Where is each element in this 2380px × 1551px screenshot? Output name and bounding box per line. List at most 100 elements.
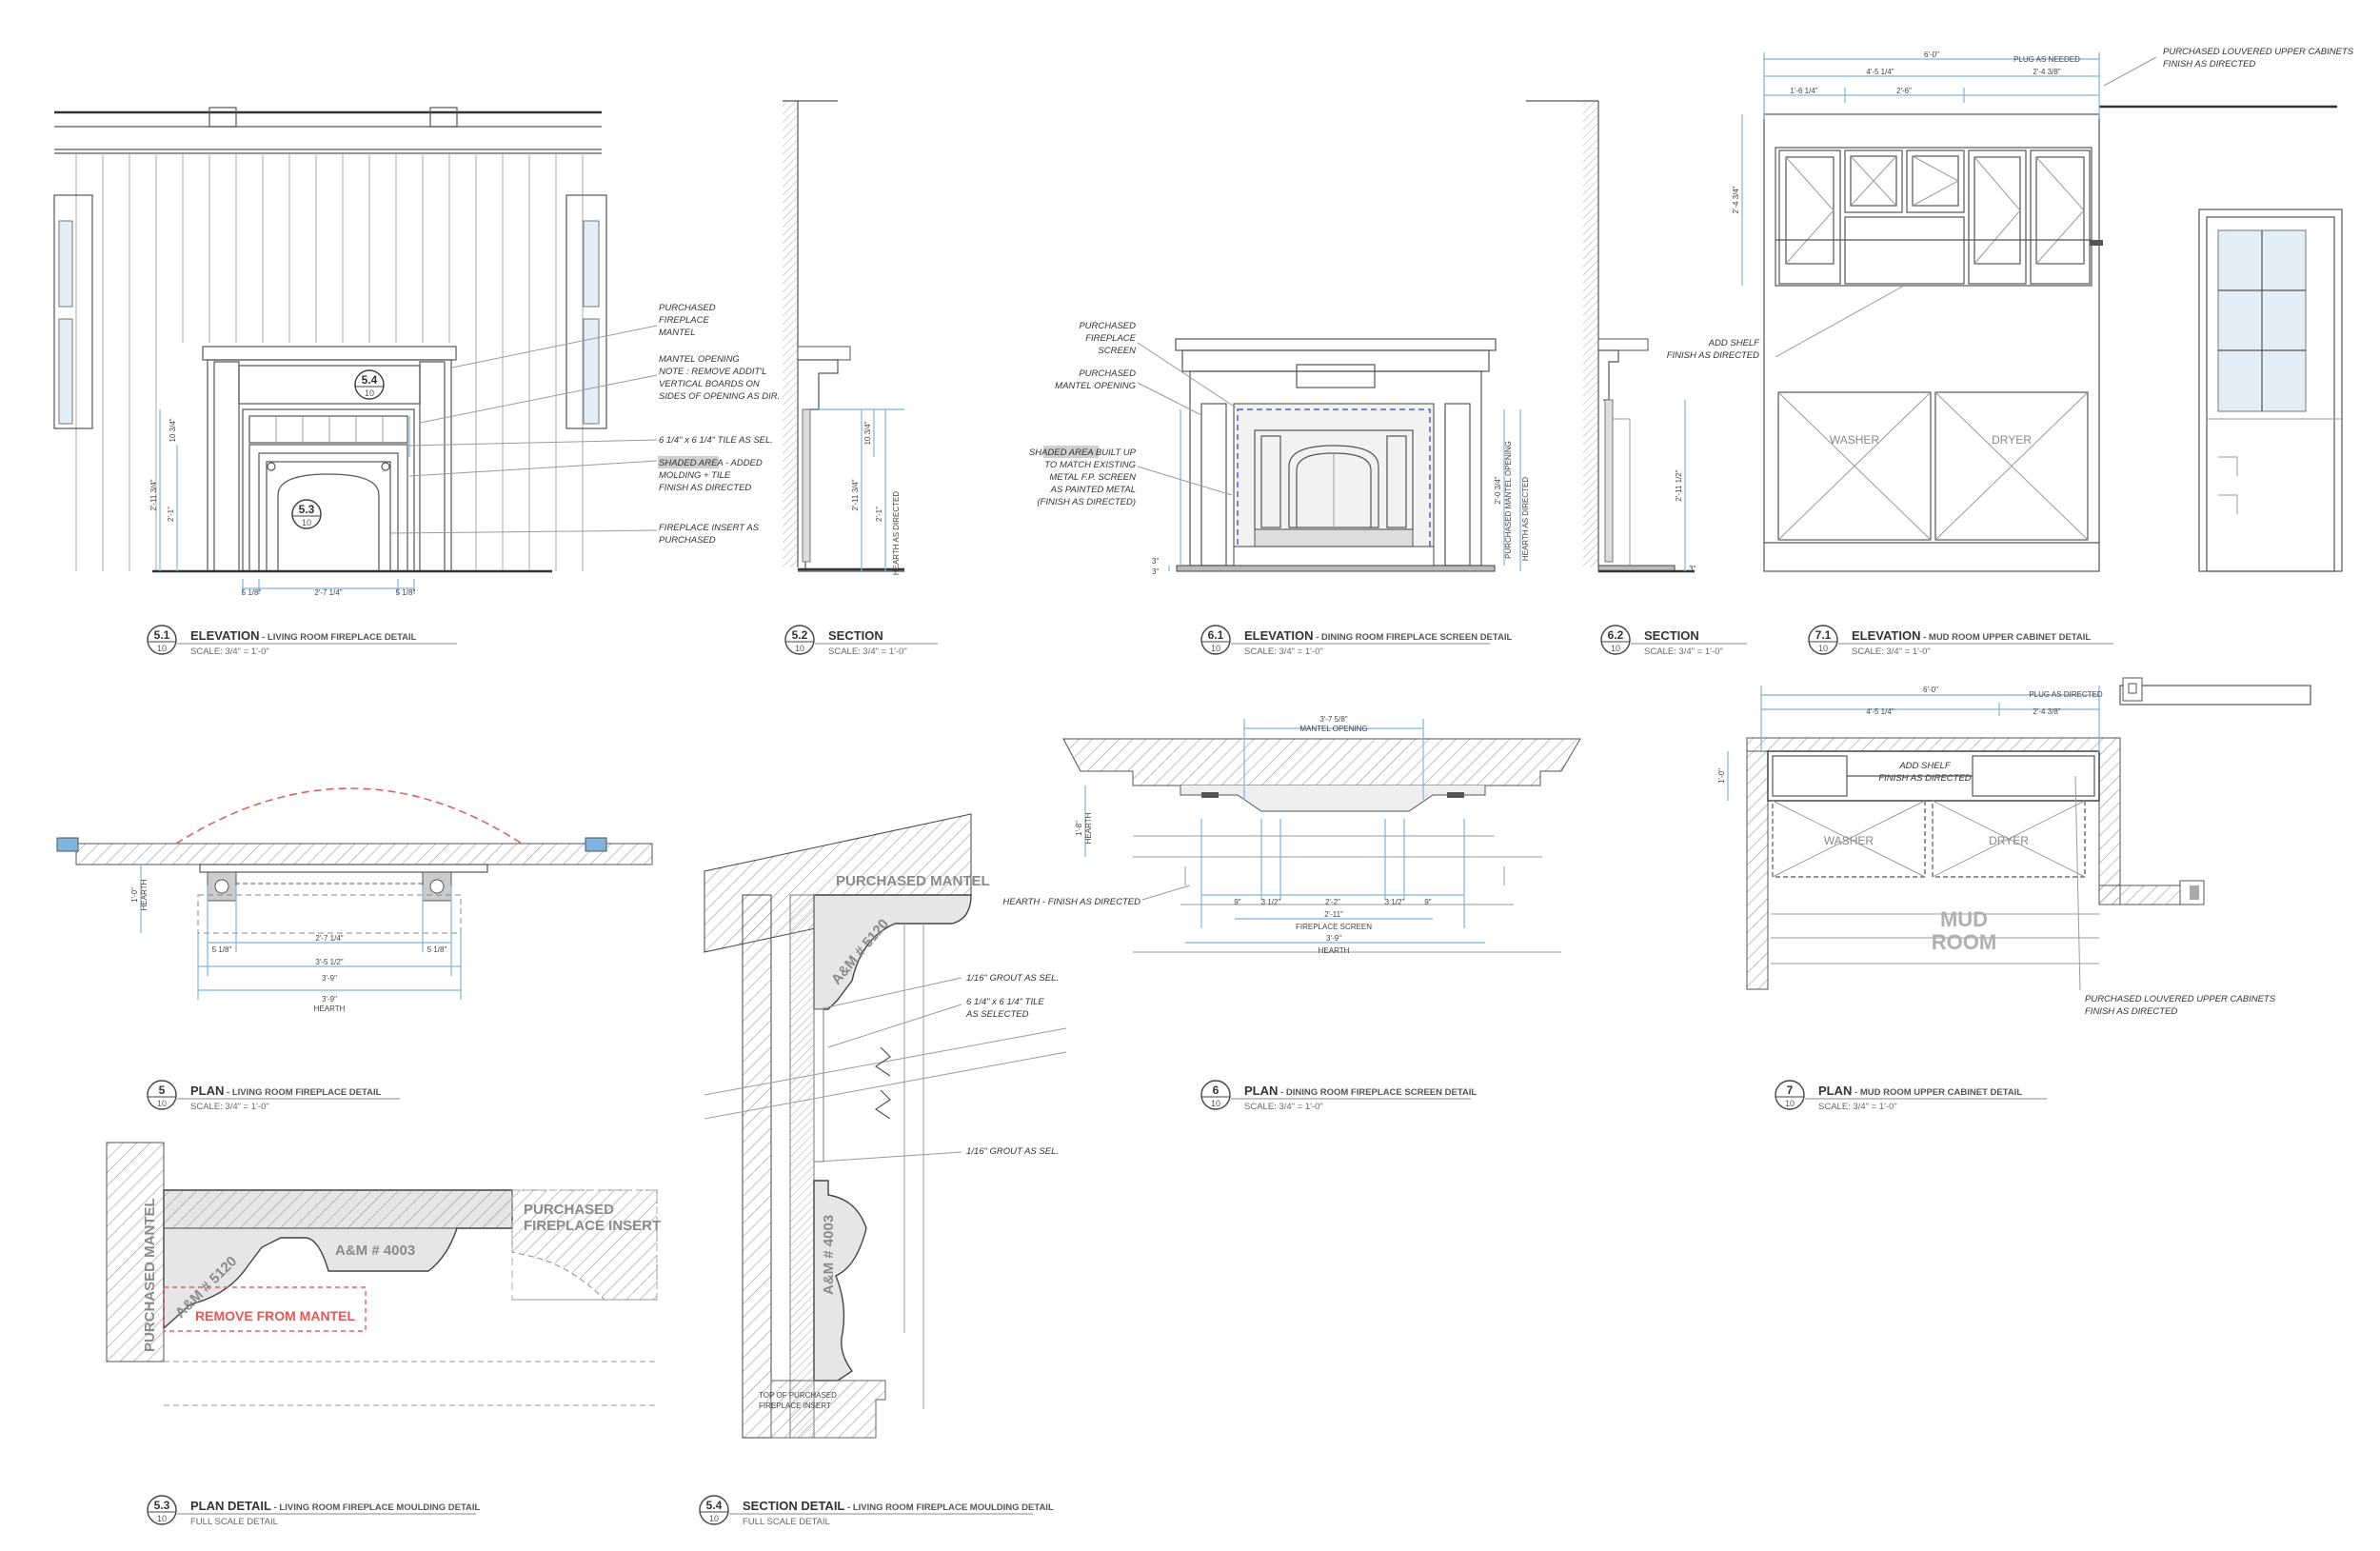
dim-6-7: 3'-9" <box>1326 934 1341 943</box>
dim-71-4: 2'-4 3/8" <box>2033 68 2060 76</box>
dim-51-3: 5 1/8" <box>396 588 416 597</box>
dim-62-v1: 2'-11 1/2" <box>1675 469 1683 501</box>
dim-6-6b: FIREPLACE SCREEN <box>1296 923 1372 931</box>
elevation-7-1: WASHER DRYER 6'-0" 4'-5 1/4" PLUG AS NEE… <box>1667 47 2354 572</box>
dim-61-v3: 3" <box>1152 557 1159 566</box>
title-5-title: PLAN <box>190 1084 224 1098</box>
svg-text:SECTION: SECTION <box>828 628 883 643</box>
title-5-3-title: PLAN DETAIL <box>190 1499 271 1513</box>
dim-51-v1: 2'-11 3/4" <box>149 479 158 510</box>
title-6-2-number: 6.2 <box>1608 628 1624 642</box>
dim-7-1: 6'-0" <box>1923 686 1938 694</box>
note-61-n3-l2: TO MATCH EXISTING <box>1044 460 1136 470</box>
note-61-n3-l3: METAL F.P. SCREEN <box>1049 472 1136 483</box>
svg-text:ELEVATION - DINING ROOM FIREPL: ELEVATION - DINING ROOM FIREPLACE SCREEN… <box>1244 628 1512 643</box>
title-5-2-number: 5.2 <box>792 628 808 642</box>
callout-5-3-sheet: 10 <box>302 518 311 527</box>
plan-6: 3'-7 5/8" MANTEL OPENING 1'-8" HEARTH 9"… <box>1002 715 1581 955</box>
dim-5-6: 3'-9" <box>322 995 337 1004</box>
title-6-1-subtitle: - DINING ROOM FIREPLACE SCREEN DETAIL <box>1313 632 1512 643</box>
note-71-n2-l2: FINISH AS DIRECTED <box>1667 350 1759 361</box>
note-7-n1-l1: ADD SHELF <box>1898 761 1952 771</box>
title-5-1-number: 5.1 <box>154 628 170 642</box>
svg-text:PLAN DETAIL - LIVING ROOM FIRE: PLAN DETAIL - LIVING ROOM FIREPLACE MOUL… <box>190 1499 481 1513</box>
title-5-number: 5 <box>159 1084 166 1097</box>
dim-52-v4: HEARTH AS DIRECTED <box>892 491 901 576</box>
dim-51-1: 5 1/8" <box>242 588 262 597</box>
title-6-title: PLAN <box>1244 1084 1278 1098</box>
title-6-1: 6.1 10 ELEVATION - DINING ROOM FIREPLACE… <box>1200 625 1512 657</box>
title-5-2: 5.2 10 SECTION SCALE: 3/4" = 1'-0" <box>784 625 938 657</box>
title-blocks: 5.1 10 ELEVATION - LIVING ROOM FIREPLACE… <box>147 625 2113 1527</box>
title-5-1: 5.1 10 ELEVATION - LIVING ROOM FIREPLACE… <box>147 625 457 657</box>
title-7-title: PLAN <box>1818 1084 1852 1098</box>
dim-52-v3: 2'-1" <box>875 507 883 522</box>
title-5-4-subtitle: - LIVING ROOM FIREPLACE MOULDING DETAIL <box>844 1502 1054 1513</box>
note-51-n4-l2: MOLDING + TILE <box>659 470 731 481</box>
dim-5-6b: HEARTH <box>314 1004 346 1013</box>
note-54-n2-l2: AS SELECTED <box>965 1009 1029 1020</box>
dim-51-v2: 2'-1" <box>167 507 175 522</box>
title-7-sheet: 10 <box>1785 1099 1795 1108</box>
svg-text:PLAN - DINING ROOM FIREPLACE S: PLAN - DINING ROOM FIREPLACE SCREEN DETA… <box>1244 1084 1477 1098</box>
title-6-sheet: 10 <box>1211 1099 1220 1108</box>
svg-text:SECTION DETAIL - LIVING ROOM F: SECTION DETAIL - LIVING ROOM FIREPLACE M… <box>743 1499 1054 1513</box>
title-6-subtitle: - DINING ROOM FIREPLACE SCREEN DETAIL <box>1278 1087 1477 1098</box>
dim-7-v1: 1'-0" <box>1717 768 1726 784</box>
dim-6-7b: HEARTH <box>1319 946 1350 955</box>
title-5-1-sheet: 10 <box>157 644 167 653</box>
note-51-n2-l3: VERTICAL BOARDS ON <box>659 379 760 389</box>
note-54-n2-l1: 6 1/4" x 6 1/4" TILE <box>966 997 1044 1007</box>
note-51-n2-l2: NOTE : REMOVE ADDIT'L <box>659 367 766 377</box>
vertical-board-lines <box>75 153 584 571</box>
dim-7-2: PLUG AS DIRECTED <box>2029 690 2103 699</box>
svg-text:PURCHASED LOUVERED UPPER CABIN: PURCHASED LOUVERED UPPER CABINETSFINISH … <box>2085 994 2276 1017</box>
title-6-1-scale: SCALE: 3/4" = 1'-0" <box>1244 646 1323 657</box>
note-61-n2-l1: PURCHASED <box>1079 368 1136 379</box>
dim-5-5: 3'-9" <box>322 974 337 983</box>
title-7-1-scale: SCALE: 3/4" = 1'-0" <box>1852 646 1931 657</box>
dim-5-v1: 1'-0" <box>130 887 139 903</box>
dim-61-v1: 2'-0 3/4" <box>1494 476 1502 504</box>
dim-6-t1b: MANTEL OPENING <box>1299 725 1367 733</box>
label-53-m2: A&M # 4003 <box>335 1243 415 1259</box>
dim-6-1: 9" <box>1234 898 1240 906</box>
svg-text:PLAN - LIVING ROOM FIREPLACE D: PLAN - LIVING ROOM FIREPLACE DETAIL <box>190 1084 382 1098</box>
title-7-scale: SCALE: 3/4" = 1'-0" <box>1818 1102 1897 1112</box>
dim-6-3: 2'-2" <box>1325 898 1340 906</box>
dim-52-v1: 10 3/4" <box>863 421 872 445</box>
room-label-room: ROOM <box>1932 930 1996 954</box>
title-5-2-scale: SCALE: 3/4" = 1'-0" <box>828 646 907 657</box>
label-53-insert-l1: PURCHASED <box>524 1202 614 1218</box>
dim-51-v3: 10 3/4" <box>169 418 177 442</box>
title-5-3-number: 5.3 <box>154 1499 170 1512</box>
title-5-4-sheet: 10 <box>709 1514 719 1523</box>
callout-5-4-sheet: 10 <box>365 388 374 398</box>
title-6-2-sheet: 10 <box>1611 644 1620 653</box>
note-71-n1-l1: PURCHASED LOUVERED UPPER CABINETS <box>2163 47 2354 57</box>
title-7-1: 7.1 10 ELEVATION - MUD ROOM UPPER CABINE… <box>1808 625 2113 657</box>
note-7-n1-l2: FINISH AS DIRECTED <box>1878 773 1971 784</box>
dim-71-3: PLUG AS NEEDED <box>2013 55 2080 64</box>
dim-6-2: 3 1/2" <box>1261 898 1281 906</box>
dim-61-v2: HEARTH AS DIRECTED <box>1521 477 1530 562</box>
dim-71-v1: 2'-4 3/4" <box>1732 186 1740 213</box>
note-6-hearth: HEARTH - FINISH AS DIRECTED <box>1002 897 1140 907</box>
title-5-3-sheet: 10 <box>157 1514 167 1523</box>
note-7-n2-l2: FINISH AS DIRECTED <box>2085 1006 2177 1017</box>
title-6-number: 6 <box>1213 1084 1220 1097</box>
title-6-scale: SCALE: 3/4" = 1'-0" <box>1244 1102 1323 1112</box>
note-71-n2-l1: ADD SHELF <box>1708 338 1761 348</box>
note-51-n5-l2: PURCHASED <box>659 535 716 546</box>
title-5-4-title: SECTION DETAIL <box>743 1499 844 1513</box>
note-61-n1-l2: FIREPLACE <box>1085 333 1136 344</box>
